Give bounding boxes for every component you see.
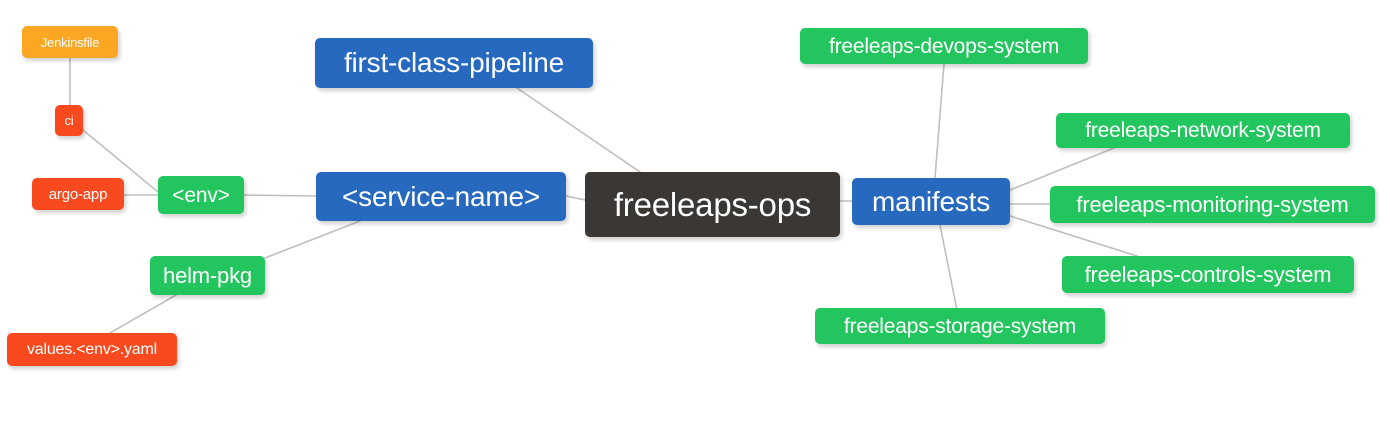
node-label-values-yaml: values.<env>.yaml bbox=[26, 340, 157, 358]
node-argo-app[interactable]: argo-app bbox=[32, 178, 124, 210]
node-freeleaps-storage-system[interactable]: freeleaps-storage-system bbox=[815, 308, 1105, 344]
node-freeleaps-ops[interactable]: freeleaps-ops bbox=[585, 172, 840, 237]
node-manifests[interactable]: manifests bbox=[852, 178, 1010, 225]
node-freeleaps-devops-system[interactable]: freeleaps-devops-system bbox=[800, 28, 1088, 64]
node-label-freeleaps-storage-system: freeleaps-storage-system bbox=[843, 314, 1077, 338]
node-service-name[interactable]: <service-name> bbox=[316, 172, 566, 221]
node-label-freeleaps-monitoring-system: freeleaps-monitoring-system bbox=[1076, 191, 1349, 217]
node-first-class-pipeline[interactable]: first-class-pipeline bbox=[315, 38, 593, 88]
node-label-jenkinsfile: Jenkinsfile bbox=[40, 34, 100, 50]
node-label-ci: ci bbox=[64, 113, 74, 128]
node-jenkinsfile[interactable]: Jenkinsfile bbox=[22, 26, 118, 58]
node-label-manifests: manifests bbox=[871, 185, 991, 217]
node-label-service-name: <service-name> bbox=[342, 180, 540, 212]
node-helm-pkg[interactable]: helm-pkg bbox=[150, 256, 265, 295]
node-label-first-class-pipeline: first-class-pipeline bbox=[343, 47, 565, 78]
node-values-yaml[interactable]: values.<env>.yaml bbox=[7, 333, 177, 366]
node-label-freeleaps-network-system: freeleaps-network-system bbox=[1085, 119, 1321, 142]
node-freeleaps-network-system[interactable]: freeleaps-network-system bbox=[1056, 113, 1350, 148]
node-label-env: <env> bbox=[172, 183, 230, 207]
node-freeleaps-controls-system[interactable]: freeleaps-controls-system bbox=[1062, 256, 1354, 293]
node-ci[interactable]: ci bbox=[55, 105, 83, 136]
node-env[interactable]: <env> bbox=[158, 176, 244, 214]
node-label-freeleaps-devops-system: freeleaps-devops-system bbox=[829, 34, 1059, 58]
node-label-freeleaps-ops: freeleaps-ops bbox=[613, 186, 812, 223]
node-label-helm-pkg: helm-pkg bbox=[163, 262, 252, 288]
node-freeleaps-monitoring-system[interactable]: freeleaps-monitoring-system bbox=[1050, 186, 1375, 223]
node-label-freeleaps-controls-system: freeleaps-controls-system bbox=[1084, 261, 1332, 287]
node-label-argo-app: argo-app bbox=[48, 185, 108, 203]
